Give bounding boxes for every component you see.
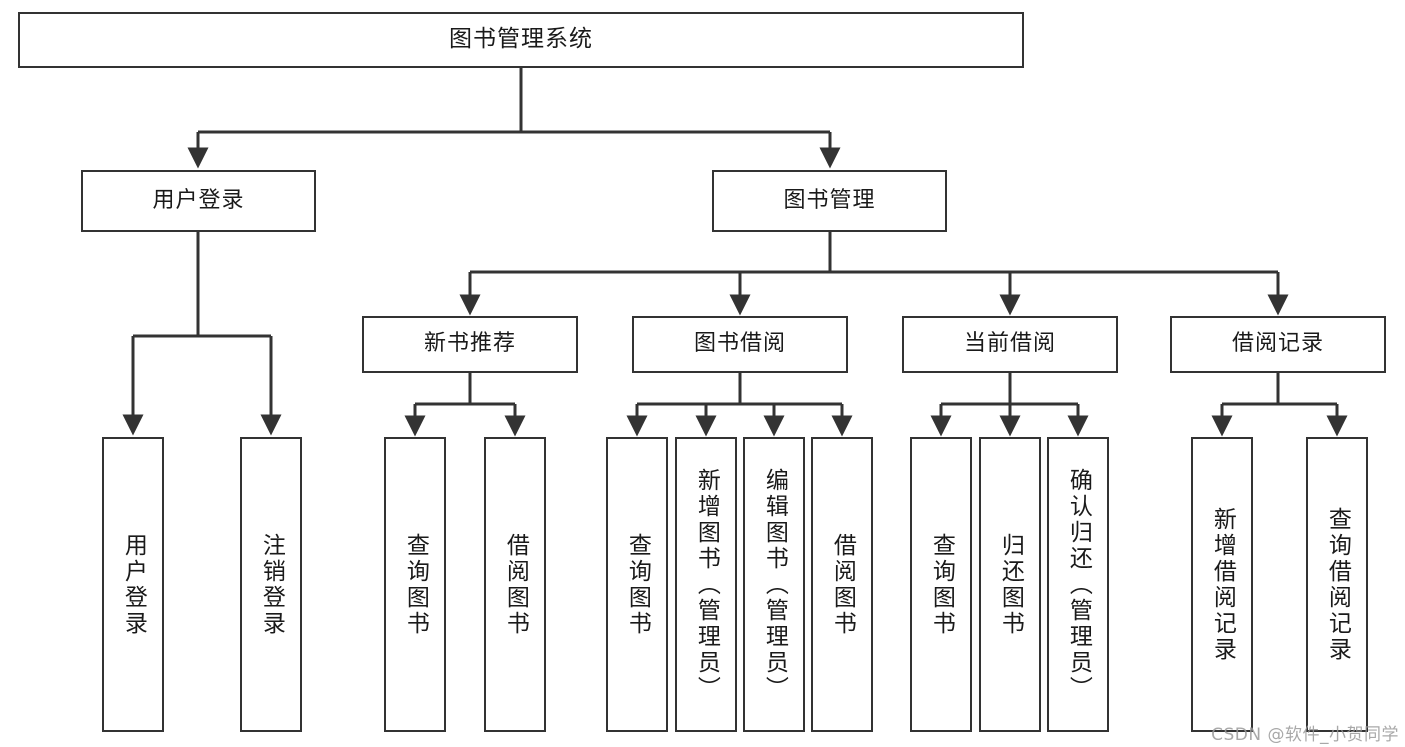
node-book-management[interactable]: 图书管理 (712, 170, 947, 232)
node-new-book-recommend[interactable]: 新书推荐 (362, 316, 578, 373)
leaf-query-book-recommend[interactable]: 查询图书 (384, 437, 446, 732)
leaf-label: 确认归还（管理员） (1065, 467, 1092, 702)
leaf-query-book-current[interactable]: 查询图书 (910, 437, 972, 732)
leaf-borrow-book-recommend[interactable]: 借阅图书 (484, 437, 546, 732)
node-book-borrow[interactable]: 图书借阅 (632, 316, 848, 373)
leaf-label: 归还图书 (997, 532, 1024, 637)
csdn-watermark: CSDN @软件_小贺同学 (1211, 725, 1399, 745)
leaf-label: 用户登录 (120, 532, 147, 637)
node-user-login[interactable]: 用户登录 (81, 170, 316, 232)
leaf-label: 注销登录 (258, 532, 285, 637)
leaf-borrow-book-borrow[interactable]: 借阅图书 (811, 437, 873, 732)
node-current-borrow[interactable]: 当前借阅 (902, 316, 1118, 373)
node-borrow-record[interactable]: 借阅记录 (1170, 316, 1386, 373)
leaf-label: 编辑图书（管理员） (761, 467, 788, 702)
leaf-return-book[interactable]: 归还图书 (979, 437, 1041, 732)
leaf-confirm-return-admin[interactable]: 确认归还（管理员） (1047, 437, 1109, 732)
leaf-label: 借阅图书 (502, 532, 529, 637)
leaf-label: 查询借阅记录 (1324, 506, 1351, 663)
leaf-user-login[interactable]: 用户登录 (102, 437, 164, 732)
leaf-edit-book-admin[interactable]: 编辑图书（管理员） (743, 437, 805, 732)
leaf-label: 查询图书 (402, 532, 429, 637)
leaf-query-borrow-record[interactable]: 查询借阅记录 (1306, 437, 1368, 732)
leaf-label: 查询图书 (928, 532, 955, 637)
leaf-add-book-admin[interactable]: 新增图书（管理员） (675, 437, 737, 732)
leaf-label: 查询图书 (624, 532, 651, 637)
leaf-label: 新增图书（管理员） (693, 467, 720, 702)
leaf-query-book-borrow[interactable]: 查询图书 (606, 437, 668, 732)
leaf-label: 新增借阅记录 (1209, 506, 1236, 663)
node-root-system[interactable]: 图书管理系统 (18, 12, 1024, 68)
leaf-add-borrow-record[interactable]: 新增借阅记录 (1191, 437, 1253, 732)
leaf-logout[interactable]: 注销登录 (240, 437, 302, 732)
leaf-label: 借阅图书 (829, 532, 856, 637)
